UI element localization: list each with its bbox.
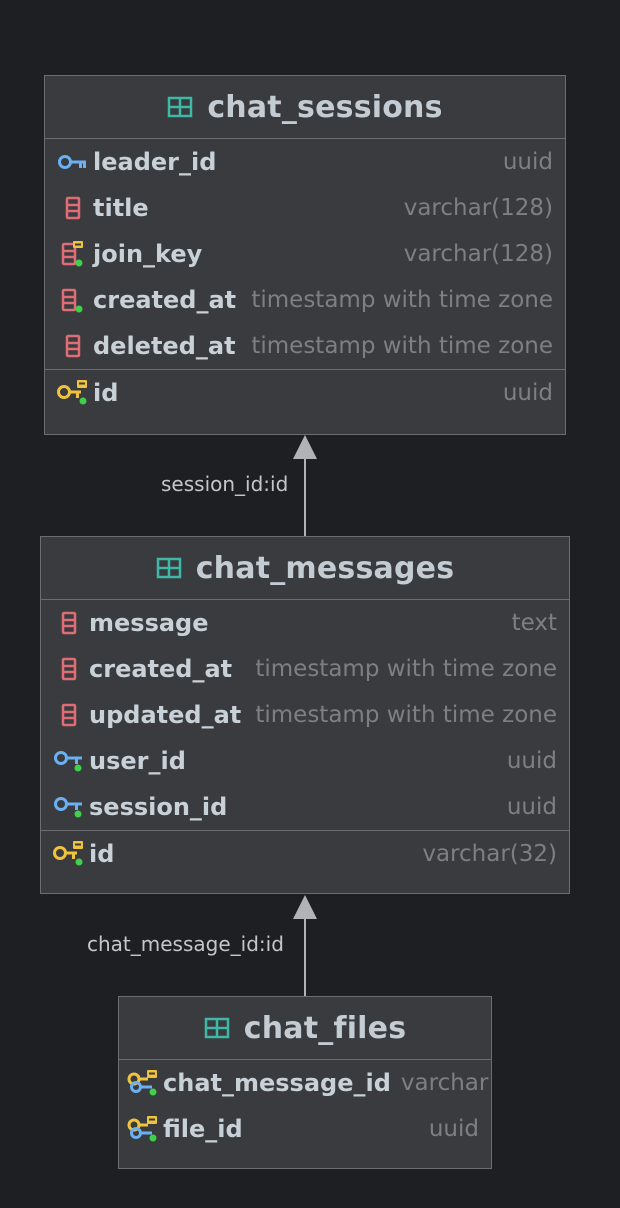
relation-arrowhead-session <box>293 435 317 459</box>
table-chat-files[interactable]: chat_files chat_message_id varchar file_… <box>118 996 492 1169</box>
column-type: text <box>511 610 557 636</box>
table-header: chat_sessions <box>45 76 565 139</box>
column-name: updated_at <box>89 701 242 729</box>
column-row[interactable]: file_id uuid <box>119 1106 491 1152</box>
table-title: chat_sessions <box>207 89 443 125</box>
table-header: chat_messages <box>41 537 569 600</box>
columns-section: message text created_at timestamp with t… <box>41 600 569 830</box>
column-type: timestamp with time zone <box>251 287 553 313</box>
column-name: message <box>89 609 209 637</box>
relation-label-session: session_id:id <box>161 472 289 496</box>
primary-foreign-key-icon <box>127 1069 159 1097</box>
column-type: uuid <box>502 380 553 406</box>
table-title: chat_files <box>243 1010 407 1046</box>
column-type: uuid <box>506 748 557 774</box>
columns-section: chat_message_id varchar file_id uuid <box>119 1060 491 1152</box>
column-row[interactable]: id uuid <box>45 370 565 416</box>
column-type: uuid <box>506 794 557 820</box>
column-row[interactable]: created_at timestamp with time zone <box>41 646 569 692</box>
column-name: created_at <box>89 655 233 683</box>
column-name: chat_message_id <box>163 1069 391 1097</box>
column-type: varchar(128) <box>403 241 553 267</box>
column-icon <box>57 332 89 360</box>
table-chat-messages[interactable]: chat_messages message text created_at ti… <box>40 536 570 894</box>
column-icon <box>53 655 85 683</box>
column-name: session_id <box>89 793 228 821</box>
column-name: deleted_at <box>93 332 236 360</box>
column-name: file_id <box>163 1115 243 1143</box>
column-name: id <box>93 379 119 407</box>
column-type: varchar(32) <box>422 841 557 867</box>
column-row[interactable]: id varchar(32) <box>41 831 569 877</box>
primary-key-icon <box>57 379 89 407</box>
column-row[interactable]: updated_at timestamp with time zone <box>41 692 569 738</box>
column-type: varchar(128) <box>403 195 553 221</box>
column-row[interactable]: user_id uuid <box>41 738 569 784</box>
column-type: timestamp with time zone <box>255 656 557 682</box>
primary-foreign-key-icon <box>127 1115 159 1143</box>
primary-key-icon <box>53 840 85 868</box>
column-type: timestamp with time zone <box>255 702 557 728</box>
column-row[interactable]: chat_message_id varchar <box>119 1060 491 1106</box>
table-icon <box>168 96 193 118</box>
column-row[interactable]: leader_id uuid <box>45 139 565 185</box>
column-row[interactable]: deleted_at timestamp with time zone <box>45 323 565 369</box>
table-chat-sessions[interactable]: chat_sessions leader_id uuid title varch… <box>44 75 566 435</box>
relation-arrowhead-message <box>293 895 317 919</box>
column-row[interactable]: message text <box>41 600 569 646</box>
column-row[interactable]: created_at timestamp with time zone <box>45 277 565 323</box>
column-name: leader_id <box>93 148 217 176</box>
column-name: title <box>93 194 149 222</box>
table-title: chat_messages <box>195 550 455 586</box>
table-icon <box>204 1017 229 1039</box>
column-name: created_at <box>93 286 237 314</box>
column-row[interactable]: session_id uuid <box>41 784 569 830</box>
column-type: uuid <box>502 149 553 175</box>
column-type: varchar <box>400 1070 489 1096</box>
column-type: uuid <box>428 1116 479 1142</box>
indexed-foreign-key-icon <box>53 793 85 821</box>
column-icon <box>57 194 89 222</box>
column-name: user_id <box>89 747 186 775</box>
table-header: chat_files <box>119 997 491 1060</box>
column-row[interactable]: join_key varchar(128) <box>45 231 565 277</box>
columns-section: leader_id uuid title varchar(128) join_k… <box>45 139 565 369</box>
column-name: id <box>89 840 115 868</box>
column-name: join_key <box>93 240 203 268</box>
column-icon <box>53 609 85 637</box>
unique-index-column-icon <box>57 240 89 268</box>
column-icon <box>53 701 85 729</box>
indexed-column-icon <box>57 286 89 314</box>
indexed-foreign-key-icon <box>53 747 85 775</box>
relation-label-message: chat_message_id:id <box>87 932 284 956</box>
foreign-key-icon <box>57 148 89 176</box>
primary-key-section: id uuid <box>45 369 565 416</box>
column-type: timestamp with time zone <box>251 333 553 359</box>
table-icon <box>156 557 181 579</box>
column-row[interactable]: title varchar(128) <box>45 185 565 231</box>
primary-key-section: id varchar(32) <box>41 830 569 877</box>
